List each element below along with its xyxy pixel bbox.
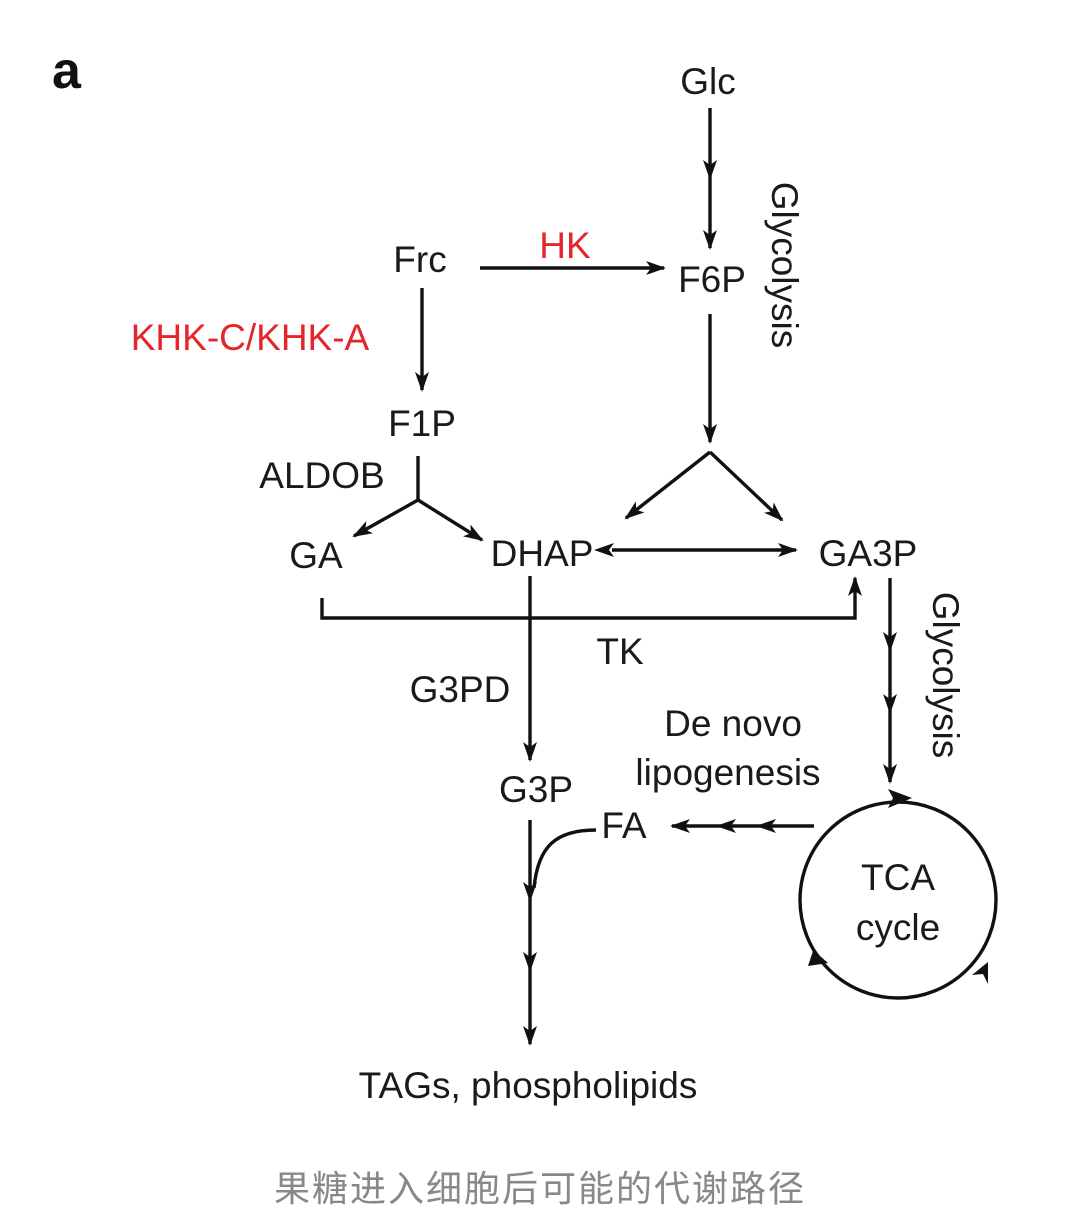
glycolysis-label-right: Glycolysis [925, 592, 966, 759]
enzyme-khk-label: KHK-C/KHK-A [131, 317, 370, 358]
enzyme-hk-label: HK [539, 225, 591, 266]
enzyme-tk-label: TK [596, 631, 644, 672]
arrow-tca-fa-tick1 [716, 819, 736, 833]
arrow-ga-ga3p-tk [320, 576, 862, 620]
panel-label: a [52, 42, 82, 100]
tca-cycle-arrowhead-top [888, 789, 912, 808]
arrow-split-dhap [624, 450, 712, 520]
tca-label-line2: cycle [856, 907, 940, 948]
tca-cycle-arrowhead-right [972, 962, 988, 984]
arrow-aldob-ga [352, 498, 419, 538]
tca-cycle-circle [798, 800, 998, 1000]
glycolysis-label-top: Glycolysis [764, 182, 805, 349]
figure-caption: 果糖进入细胞后可能的代谢路径 [273, 1169, 806, 1210]
node-ga3p: GA3P [819, 533, 918, 574]
node-glc: Glc [680, 61, 736, 102]
node-tags: TAGs, phospholipids [359, 1065, 698, 1106]
node-f1p: F1P [388, 403, 456, 444]
node-f6p: F6P [678, 259, 746, 300]
lipogenesis-label-line2: lipogenesis [635, 752, 820, 793]
tca-label-line1: TCA [861, 857, 935, 898]
node-dhap: DHAP [491, 533, 594, 574]
arrow-aldob-dhap [417, 498, 484, 542]
node-fa: FA [601, 805, 647, 846]
enzyme-aldob-label: ALDOB [259, 455, 384, 496]
node-g3p: G3P [499, 769, 573, 810]
arrow-split-ga3p [708, 450, 784, 522]
node-frc: Frc [393, 239, 446, 280]
tca-cycle-arrowhead-left [808, 948, 828, 966]
enzyme-g3pd-label: G3PD [410, 669, 511, 710]
node-ga: GA [289, 535, 343, 576]
lipogenesis-label-line1: De novo [664, 703, 802, 744]
arrow-tca-fa-tick2 [756, 819, 776, 833]
arrow-fa-merge [532, 828, 597, 889]
